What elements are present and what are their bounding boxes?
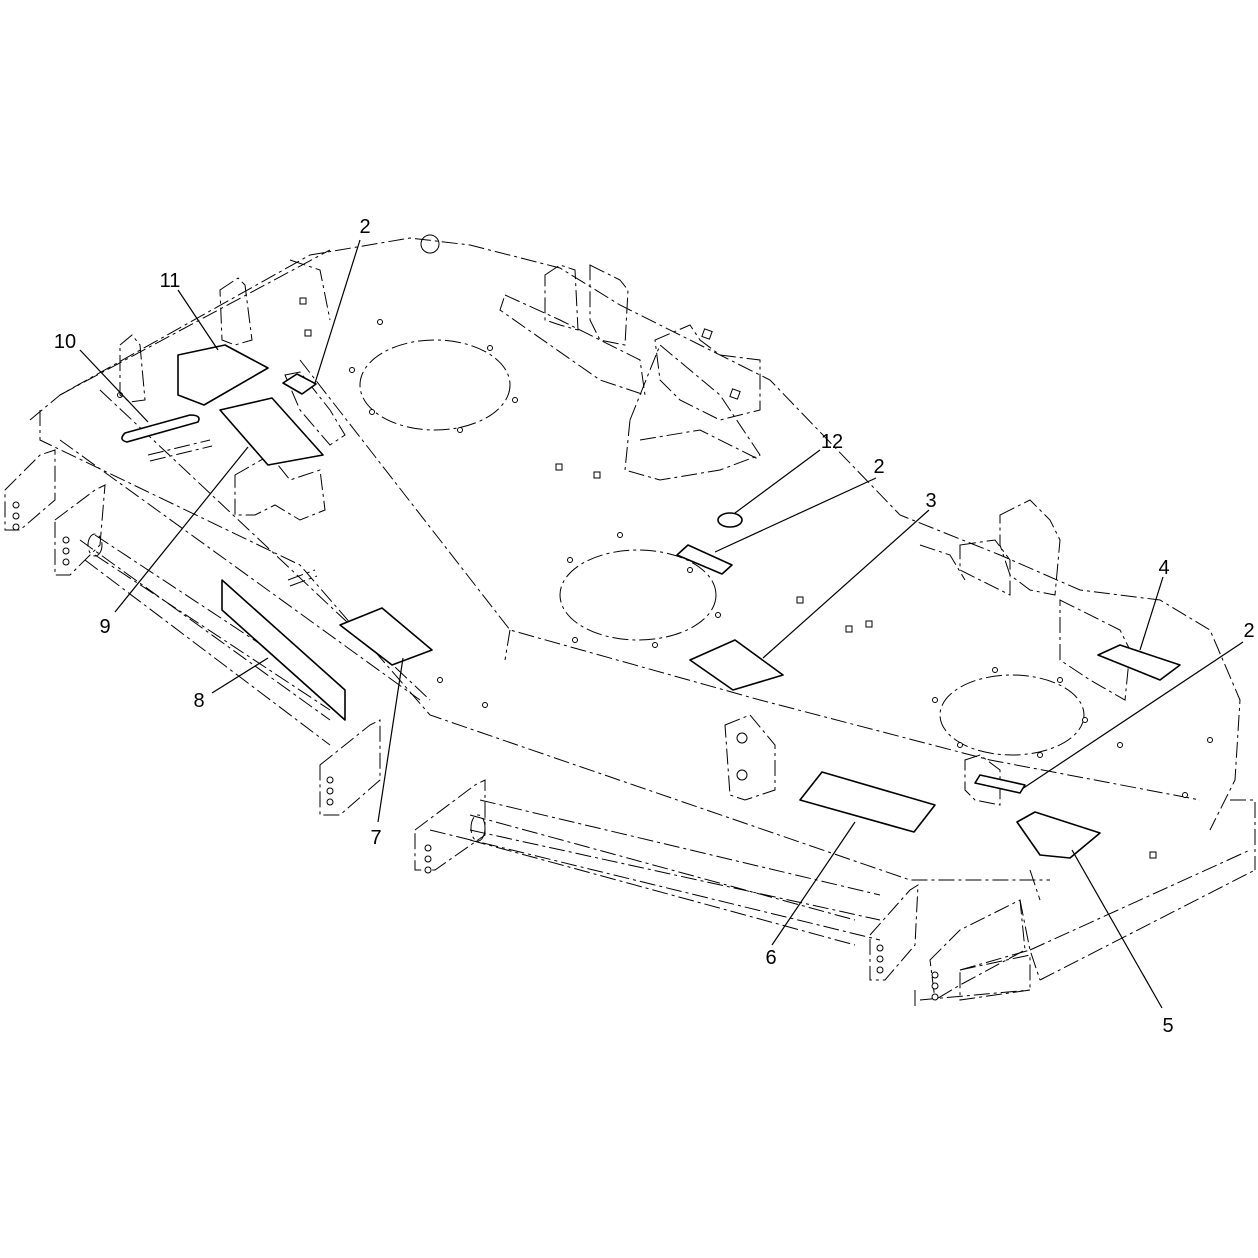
callout-3: 3: [925, 490, 936, 512]
deck-body: [4, 234, 1256, 1010]
callout-12: 12: [821, 431, 843, 453]
decal-2-left: [282, 373, 317, 395]
leader-9: [114, 446, 249, 613]
callout-2-top: 2: [359, 216, 370, 238]
leader-7: [377, 657, 404, 823]
callout-9: 9: [99, 616, 110, 638]
leader-2c: [1021, 641, 1244, 790]
decal-12: [717, 512, 743, 528]
leader-3: [762, 509, 930, 659]
callout-11: 11: [160, 270, 181, 292]
callout-2-center: 2: [873, 456, 884, 478]
callout-7: 7: [370, 827, 381, 849]
decal-10: [121, 414, 200, 443]
decal-4: [1097, 644, 1181, 681]
decals: [121, 344, 1181, 859]
callout-6: 6: [765, 947, 776, 969]
decal-8: [221, 579, 346, 721]
callout-5: 5: [1162, 1015, 1173, 1037]
decal-2-center: [676, 544, 733, 575]
callout-labels: 2 11 10 9 8 7 12 2 3 4 2 6 5: [54, 216, 1255, 1037]
decal-3: [689, 639, 784, 691]
decal-7: [339, 607, 433, 666]
callout-10: 10: [54, 331, 76, 353]
decal-11: [177, 344, 269, 406]
leader-10: [79, 349, 149, 423]
leader-12: [734, 449, 821, 514]
decal-6: [799, 771, 936, 833]
decal-5: [1016, 811, 1101, 859]
leader-2a: [314, 239, 361, 384]
decal-2-right: [974, 774, 1026, 794]
leader-5: [1071, 849, 1163, 1009]
leader-4: [1139, 576, 1164, 651]
leader-lines: [79, 239, 1244, 1009]
callout-2-right: 2: [1243, 620, 1254, 642]
callout-8: 8: [193, 690, 204, 712]
callout-4: 4: [1158, 557, 1169, 579]
leader-8: [211, 657, 269, 694]
leader-2b: [714, 477, 877, 553]
decal-9: [219, 397, 324, 466]
leader-6: [771, 821, 856, 946]
leader-11: [177, 289, 219, 351]
